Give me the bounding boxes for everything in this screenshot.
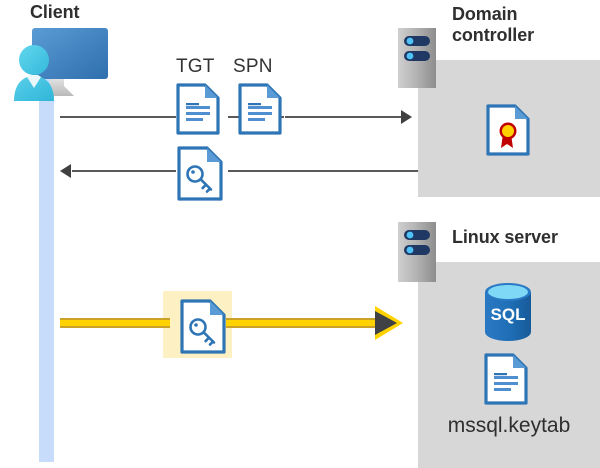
request-arrowhead-icon: [401, 110, 412, 124]
service-ticket-key-document-icon: [180, 299, 226, 354]
spn-document-icon: [238, 83, 282, 135]
service-ticket-arrow-segment-right: [226, 318, 390, 328]
sql-label: SQL: [491, 305, 526, 324]
domain-controller-title: Domain controller: [452, 4, 535, 45]
request-arrow-segment-left: [60, 116, 176, 118]
response-arrow-segment-right: [228, 170, 418, 172]
request-arrow-segment-right: [285, 116, 402, 118]
service-ticket-arrowhead-icon: [375, 311, 397, 335]
service-ticket-arrow-segment-left: [60, 318, 170, 328]
keytab-filename-label: mssql.keytab: [447, 414, 571, 437]
client-workstation-icon: [4, 24, 112, 109]
tgt-document-icon: [176, 83, 220, 135]
response-arrowhead-icon: [60, 164, 71, 178]
linux-server-title: Linux server: [452, 227, 558, 247]
domain-controller-server-rack-icon: [398, 28, 436, 93]
client-title: Client: [30, 2, 80, 22]
certificate-document-icon: [486, 104, 530, 161]
ticket-key-document-icon: [177, 146, 223, 201]
keytab-document-icon: [484, 353, 528, 405]
response-arrow-segment-left: [72, 170, 176, 172]
spn-label: SPN: [233, 56, 273, 77]
tgt-label: TGT: [176, 56, 215, 77]
linux-server-server-rack-icon: [398, 222, 436, 287]
sql-database-icon: SQL: [482, 283, 534, 346]
client-lifeline: [39, 72, 54, 462]
